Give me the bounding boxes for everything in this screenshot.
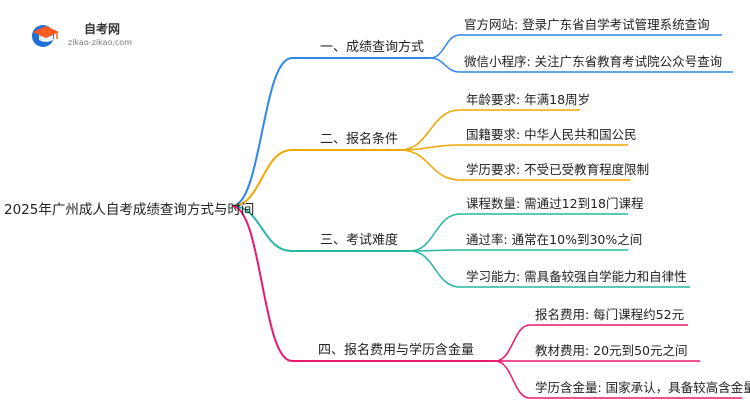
logo[interactable]: 自考网 zikao-zikao.com	[30, 16, 142, 52]
leaf-wechat-miniprogram[interactable]: 微信小程序: 关注广东省教育考试院公众号查询	[464, 54, 723, 69]
connector-leaf-4-3	[494, 360, 531, 399]
leaf-learning-ability[interactable]: 学习能力: 需具备较强自学能力和自律性	[466, 269, 687, 284]
logo-title: 自考网	[84, 22, 121, 36]
leaf-degree-value[interactable]: 学历含金量: 国家承认，具备较高含金量	[535, 380, 750, 395]
connector-branch-1	[231, 57, 293, 207]
graduation-cap-icon	[32, 25, 59, 47]
leaf-nationality-requirement[interactable]: 国籍要求: 中华人民共和国公民	[466, 127, 637, 142]
connector-leaf-2-3	[399, 149, 461, 181]
branch-registration-conditions[interactable]: 二、报名条件	[320, 132, 399, 147]
leaf-age-requirement[interactable]: 年龄要求: 年满18周岁	[466, 92, 591, 107]
connector-leaf-4-1	[494, 324, 531, 362]
leaf-education-requirement[interactable]: 学历要求: 不受已受教育程度限制	[466, 162, 650, 177]
connector-leaf-1-2	[429, 57, 461, 73]
connector-branch-4	[231, 205, 293, 362]
leaf-pass-rate[interactable]: 通过率: 通常在10%到30%之间	[466, 232, 643, 247]
connector-leaf-3-3	[409, 250, 461, 288]
connector-leaf-2-2	[399, 144, 461, 151]
leaf-textbook-fee[interactable]: 教材费用: 20元到50元之间	[535, 343, 688, 358]
connector-leaf-2-1	[399, 109, 461, 151]
connector-branch-2	[231, 149, 293, 207]
logo-url: zikao-zikao.com	[68, 38, 132, 47]
branch-exam-difficulty[interactable]: 三、考试难度	[320, 233, 399, 248]
leaf-registration-fee[interactable]: 报名费用: 每门课程约52元	[535, 307, 685, 322]
leaf-official-website[interactable]: 官方网站: 登录广东省自学考试管理系统查询	[464, 17, 710, 32]
root-topic[interactable]: 2025年广州成人自考成绩查询方式与时间	[4, 202, 255, 218]
branch-score-query[interactable]: 一、成绩查询方式	[320, 40, 425, 55]
connector-leaf-3-1	[409, 213, 461, 252]
branch-fees-and-value[interactable]: 四、报名费用与学历含金量	[318, 343, 475, 358]
leaf-course-count[interactable]: 课程数量: 需通过12到18门课程	[466, 196, 644, 211]
connector-branch-3	[231, 205, 293, 252]
connector-leaf-1-1	[429, 34, 461, 59]
